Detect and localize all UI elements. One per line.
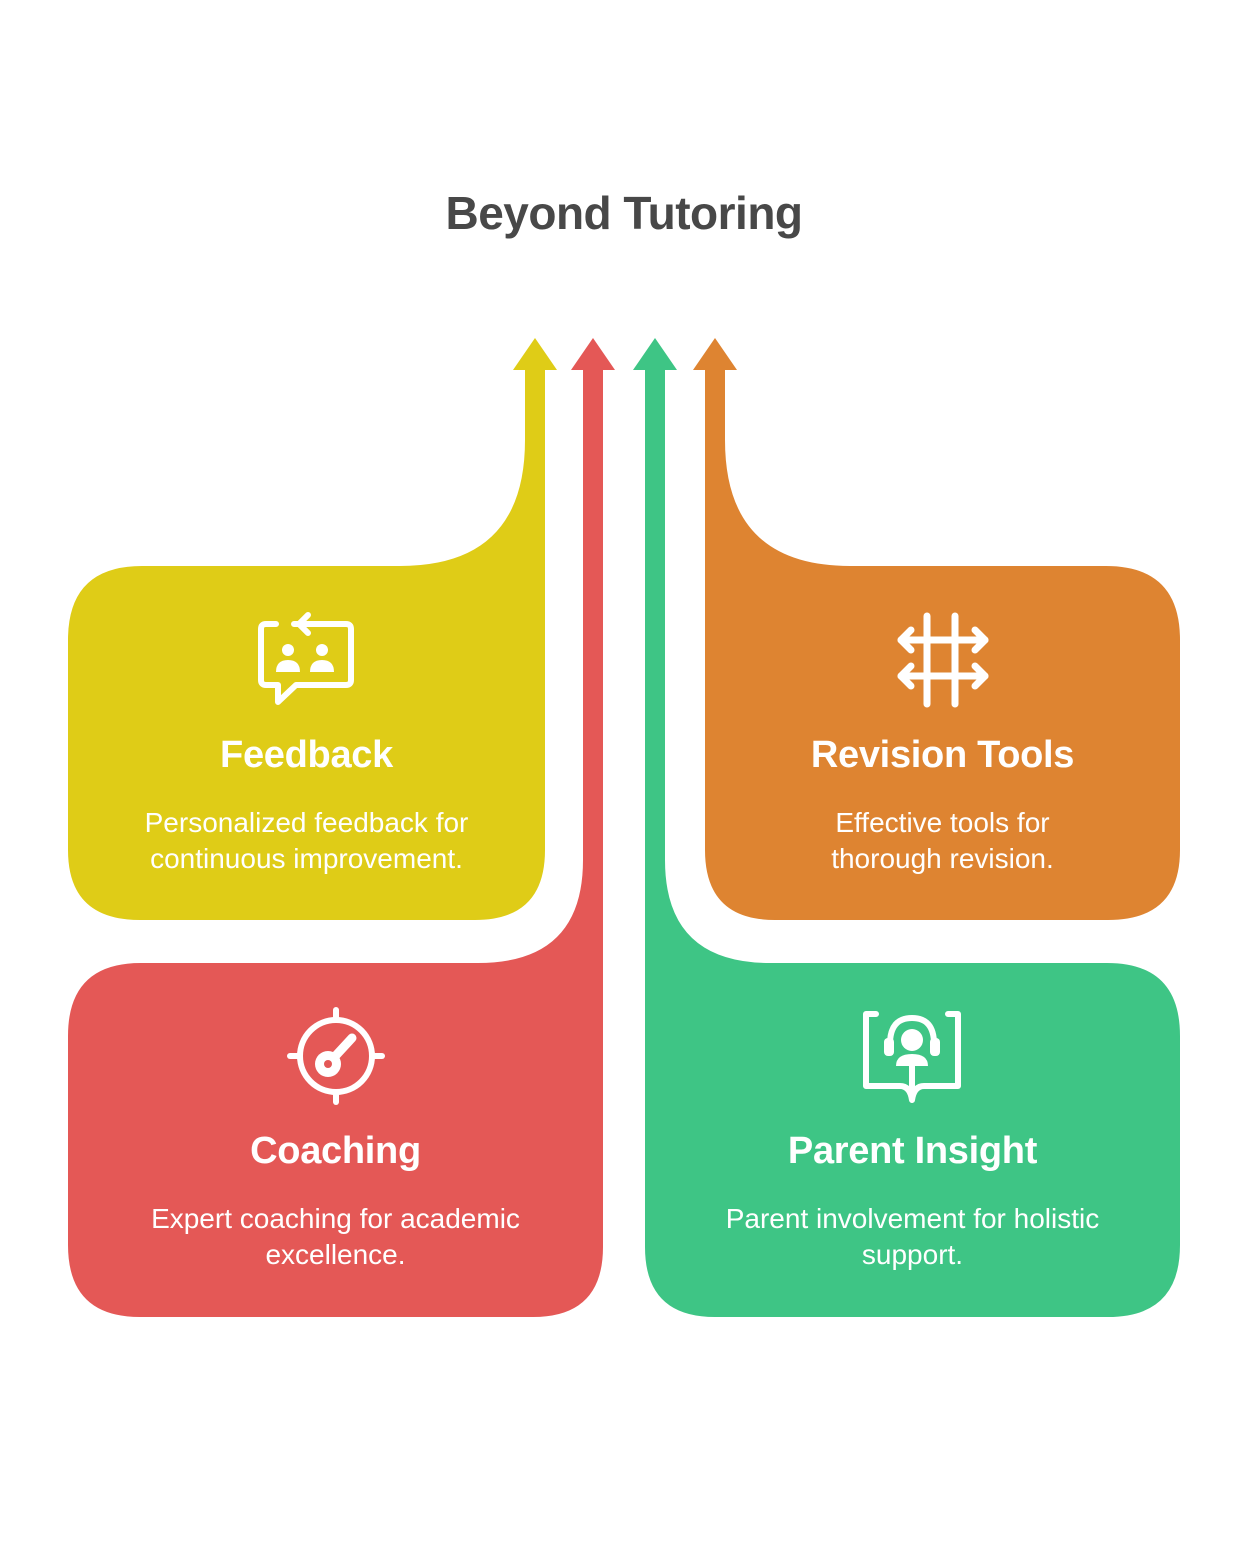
feedback-card-arrow [68,338,557,920]
feedback-description: Personalized feedback for continuous imp… [68,805,545,877]
revision-tools-title: Revision Tools [810,734,1075,776]
target-gauge-icon [287,1007,385,1105]
parent-insight-text-block: Parent Insight Parent involvement for ho… [645,1130,1180,1273]
parent-insight-description-line-1: Parent involvement for holistic [725,1203,1100,1234]
coaching-description-line-2: excellence. [265,1239,406,1270]
coaching-text-block: Coaching Expert coaching for academic ex… [68,1130,603,1273]
feedback-description-line-2: continuous improvement. [150,843,463,874]
revision-tools-text-block: Revision Tools Effective tools for thoro… [705,734,1180,877]
feedback-description-line-1: Personalized feedback for [144,807,469,838]
coaching-description-line-1: Expert coaching for academic [151,1203,520,1234]
feedback-chat-icon [258,612,354,705]
diagram-title: Beyond Tutoring [445,187,803,239]
revision-tools-description-line-1: Effective tools for [835,807,1050,838]
feedback-title: Feedback [220,734,393,776]
coaching-card-arrow [68,338,615,1317]
revision-tools-description-line-2: thorough revision. [831,843,1054,874]
parent-insight-card-arrow [633,338,1180,1317]
feedback-text-block: Feedback Personalized feedback for conti… [68,734,545,877]
coaching-title: Coaching [250,1130,421,1172]
revision-tools-description: Effective tools for thorough revision. [705,805,1180,877]
parent-insight-description: Parent involvement for holistic support. [645,1201,1180,1273]
revision-tools-card-arrow [693,338,1180,920]
coaching-description: Expert coaching for academic excellence. [68,1201,603,1273]
parent-insight-description-line-2: support. [861,1239,964,1270]
headset-book-icon [863,1011,961,1103]
crossing-arrows-icon [897,612,989,708]
parent-insight-title: Parent Insight [787,1130,1038,1172]
